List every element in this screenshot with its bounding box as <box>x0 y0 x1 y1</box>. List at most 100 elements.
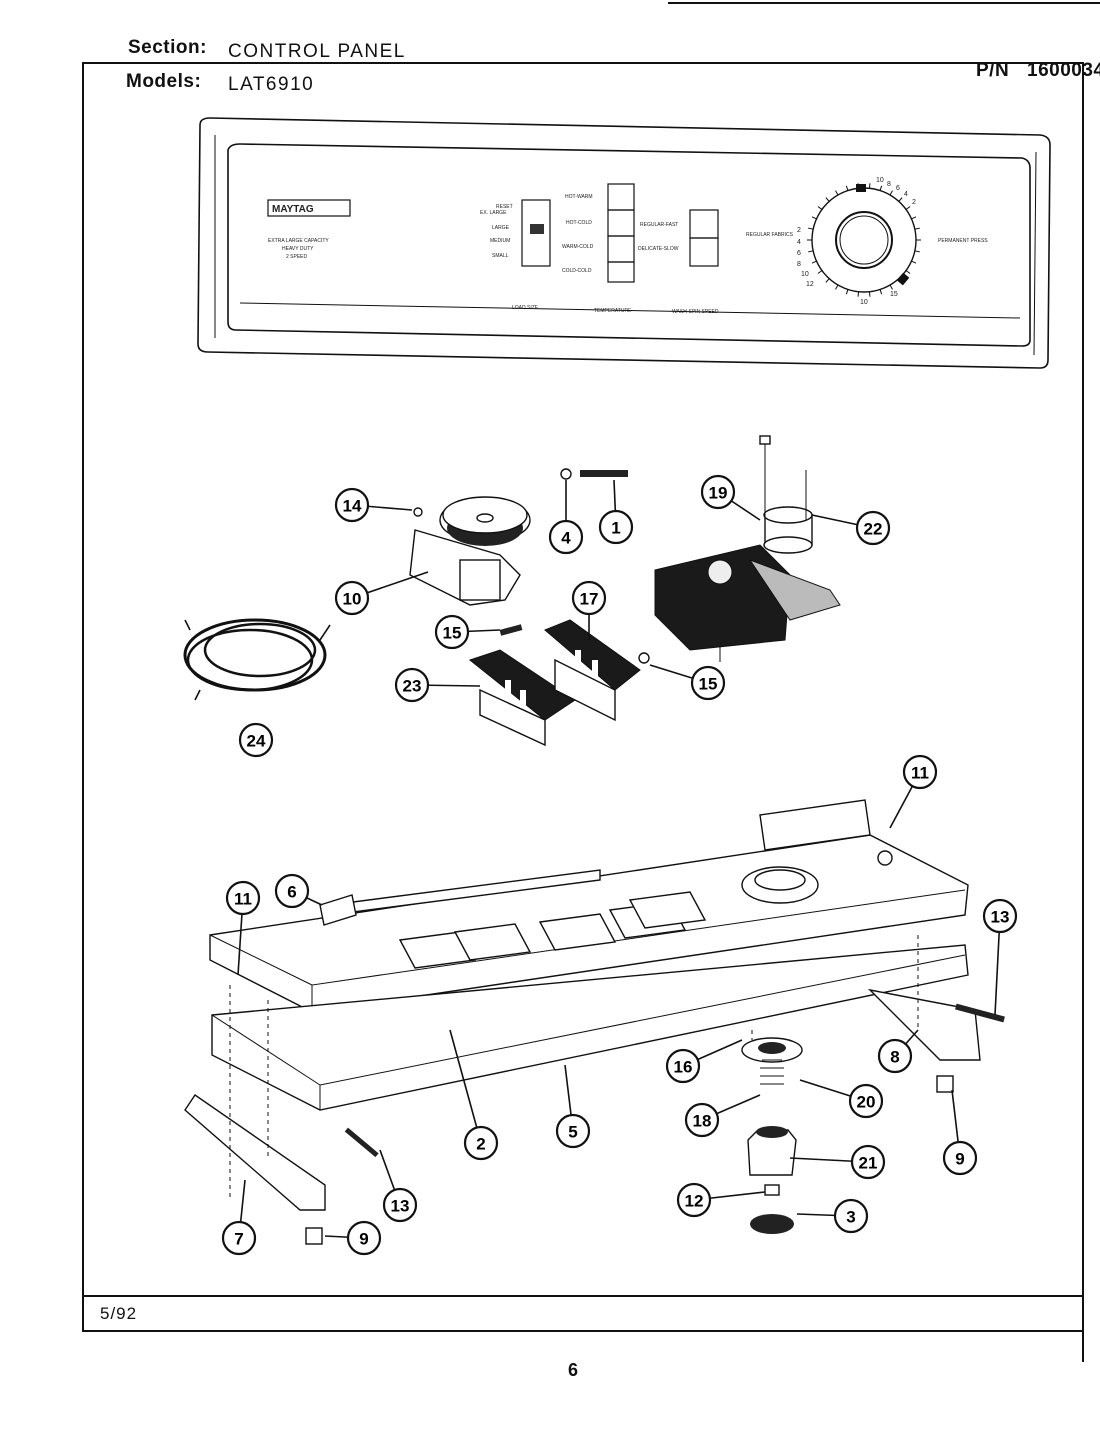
timer-motor-assembly <box>654 435 841 662</box>
callout-circle <box>238 722 274 758</box>
callout-10: 10 <box>334 571 429 616</box>
dial-tick <box>868 291 871 297</box>
clip-9-right <box>936 1075 954 1093</box>
dial-tick <box>889 284 893 290</box>
dial-num-l5: 12 <box>806 281 814 288</box>
speed-button-2 <box>689 237 719 267</box>
page-number: 6 <box>568 1360 579 1380</box>
dial-tick <box>911 216 917 220</box>
timer-bracket-assembly <box>409 496 531 606</box>
section-value: CONTROL PANEL <box>228 41 406 62</box>
dial-tick <box>905 270 911 274</box>
section-label: Section: <box>128 37 207 58</box>
callout-9: 9 <box>942 1089 978 1176</box>
load-size-slider-knob <box>530 224 544 234</box>
dial-num-l4: 10 <box>801 271 809 278</box>
models-value: LAT6910 <box>228 74 315 95</box>
load-size-reset: RESET <box>496 204 513 210</box>
callout-circle <box>434 614 470 650</box>
callout-circle <box>571 580 607 616</box>
switch-brackets <box>398 891 707 969</box>
screw-13-right <box>955 1003 1005 1023</box>
dial-tick <box>811 260 817 264</box>
dial-tick <box>808 250 814 253</box>
callout-circle <box>902 754 938 790</box>
dial-tick <box>817 206 823 210</box>
load-size-exlarge: EX. LARGE <box>480 210 507 216</box>
callout-circle <box>690 665 726 701</box>
dial-tick <box>811 216 817 220</box>
callout-number: 1 <box>611 519 620 538</box>
dial-num-l1: 4 <box>797 239 801 246</box>
dial-num-l2: 6 <box>797 250 801 257</box>
callout-9: 9 <box>324 1220 382 1256</box>
dial-label-regular: REGULAR FABRICS <box>746 232 794 238</box>
load-size-medium: MEDIUM <box>490 238 510 244</box>
callout-circle <box>850 1144 886 1180</box>
callout-12: 12 <box>676 1182 766 1218</box>
speed-delicate-slow: DELICATE-SLOW <box>638 246 679 252</box>
callout-number: 21 <box>859 1154 878 1173</box>
callout-16: 16 <box>665 1039 743 1084</box>
dial-tick <box>911 260 917 264</box>
callout-circle <box>877 1038 913 1074</box>
dial-tick <box>817 270 823 274</box>
callout-15: 15 <box>434 614 501 650</box>
callout-number: 15 <box>699 675 718 694</box>
callout-14: 14 <box>334 487 413 523</box>
footer-divider <box>82 1295 1082 1297</box>
dial-num-t4: 2 <box>912 199 916 206</box>
callout-number: 16 <box>674 1058 693 1077</box>
dial-num-b1: 15 <box>890 291 898 298</box>
callout-number: 23 <box>403 677 422 696</box>
dial-tick <box>898 197 903 202</box>
callout-17: 17 <box>571 580 607 640</box>
callout-7: 7 <box>221 1179 257 1256</box>
dial-tick <box>825 278 830 283</box>
revision-date: 5/92 <box>100 1304 138 1323</box>
switch-bracket <box>453 923 532 961</box>
callout-number: 10 <box>343 590 362 609</box>
callout-number: 9 <box>955 1150 964 1169</box>
callout-number: 11 <box>911 764 929 783</box>
callout-13: 13 <box>982 898 1018 1016</box>
dial-tick <box>898 278 903 283</box>
tagline-line-2: HEAVY DUTY <box>282 246 314 252</box>
callout-2: 2 <box>449 1029 499 1161</box>
callout-circle <box>848 1083 884 1119</box>
dial-tick <box>857 183 860 189</box>
temp-button-3 <box>607 235 635 263</box>
callout-circle <box>548 519 584 555</box>
section-label-temperature: TEMPERATURE <box>594 308 632 314</box>
pn-label: P/N <box>976 60 1010 81</box>
dial-num-t2: 6 <box>896 185 900 192</box>
callout-number: 19 <box>709 484 728 503</box>
callout-circle <box>676 1182 712 1218</box>
callout-number: 13 <box>991 908 1010 927</box>
callout-circle <box>346 1220 382 1256</box>
top-border-line <box>668 2 1100 4</box>
callout-8: 8 <box>877 1029 919 1074</box>
callout-4: 4 <box>548 480 584 555</box>
callout-23: 23 <box>394 667 481 703</box>
callout-circle <box>665 1048 701 1084</box>
callout-circle <box>382 1187 418 1223</box>
dial-tick <box>879 289 883 295</box>
dial-tick <box>879 185 883 191</box>
callout-number: 11 <box>234 890 252 909</box>
dial-tick <box>914 250 920 253</box>
callout-circle <box>855 510 891 546</box>
callout-circle <box>555 1113 591 1149</box>
callout-circle <box>221 1220 257 1256</box>
callout-number: 24 <box>247 732 266 751</box>
clip-9-left <box>305 1227 323 1245</box>
part-6-clip <box>319 894 357 926</box>
knob-assembly <box>741 1037 803 1234</box>
temp-hot-warm: HOT-WARM <box>565 194 593 200</box>
screw-13-left <box>344 1127 379 1158</box>
callout-20: 20 <box>799 1079 884 1119</box>
callout-number: 9 <box>359 1230 368 1249</box>
dial-num-t0: 10 <box>876 177 884 184</box>
